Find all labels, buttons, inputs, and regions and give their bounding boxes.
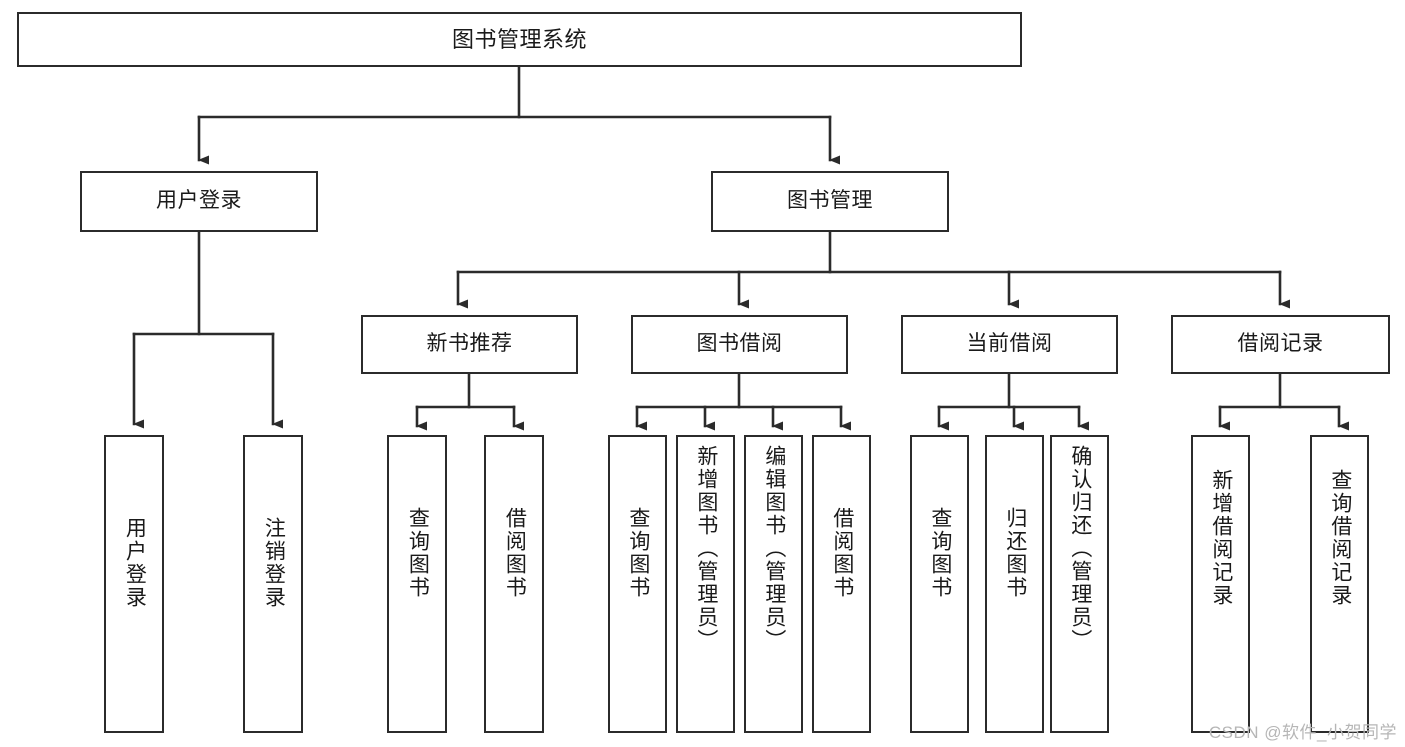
node-leaf-add-record-label: 新增借阅记录 — [1209, 469, 1233, 607]
node-leaf-query-book-cur-label: 查询图书 — [928, 507, 952, 599]
node-root-label: 图书管理系统 — [451, 26, 587, 52]
node-borrow-record-label: 借阅记录 — [1237, 332, 1324, 356]
node-user-login-label: 用户登录 — [156, 189, 242, 213]
node-user-login[interactable]: 用户登录 — [80, 171, 318, 232]
node-leaf-borrow-book-label: 借阅图书 — [830, 507, 854, 599]
node-leaf-borrow-book[interactable]: 借阅图书 — [812, 435, 871, 733]
node-leaf-query-book-rec-label: 查询图书 — [406, 507, 430, 599]
watermark: CSDN @软件_小贺同学 — [1208, 723, 1397, 742]
node-leaf-add-book[interactable]: 新增图书（管理员） — [676, 435, 735, 733]
node-leaf-user-login-label: 用户登录 — [123, 517, 147, 609]
node-new-book-rec[interactable]: 新书推荐 — [361, 315, 578, 374]
node-current-borrow-label: 当前借阅 — [966, 332, 1053, 356]
node-leaf-logout-label: 注销登录 — [262, 517, 286, 609]
node-leaf-user-login[interactable]: 用户登录 — [104, 435, 164, 733]
node-leaf-query-book-borrow-label: 查询图书 — [626, 507, 650, 599]
node-current-borrow[interactable]: 当前借阅 — [901, 315, 1118, 374]
node-leaf-query-record-label: 查询借阅记录 — [1328, 469, 1352, 607]
node-leaf-edit-book[interactable]: 编辑图书（管理员） — [744, 435, 803, 733]
node-leaf-add-book-label: 新增图书（管理员） — [694, 445, 718, 652]
node-book-manage[interactable]: 图书管理 — [711, 171, 949, 232]
node-leaf-add-record[interactable]: 新增借阅记录 — [1191, 435, 1250, 733]
node-leaf-edit-book-label: 编辑图书（管理员） — [762, 445, 786, 652]
node-leaf-borrow-book-rec-label: 借阅图书 — [503, 507, 527, 599]
node-leaf-return-book-label: 归还图书 — [1003, 507, 1027, 599]
node-leaf-query-book-cur[interactable]: 查询图书 — [910, 435, 969, 733]
node-leaf-confirm-return-label: 确认归还（管理员） — [1068, 445, 1092, 652]
node-borrow-record[interactable]: 借阅记录 — [1171, 315, 1390, 374]
node-leaf-query-record[interactable]: 查询借阅记录 — [1310, 435, 1369, 733]
node-leaf-confirm-return[interactable]: 确认归还（管理员） — [1050, 435, 1109, 733]
node-book-manage-label: 图书管理 — [787, 189, 873, 213]
node-leaf-return-book[interactable]: 归还图书 — [985, 435, 1044, 733]
node-new-book-rec-label: 新书推荐 — [426, 332, 513, 356]
node-root[interactable]: 图书管理系统 — [17, 12, 1022, 67]
node-leaf-borrow-book-rec[interactable]: 借阅图书 — [484, 435, 544, 733]
node-leaf-query-book-rec[interactable]: 查询图书 — [387, 435, 447, 733]
node-leaf-query-book-borrow[interactable]: 查询图书 — [608, 435, 667, 733]
node-leaf-logout[interactable]: 注销登录 — [243, 435, 303, 733]
node-book-borrow-label: 图书借阅 — [696, 332, 783, 356]
node-book-borrow[interactable]: 图书借阅 — [631, 315, 848, 374]
